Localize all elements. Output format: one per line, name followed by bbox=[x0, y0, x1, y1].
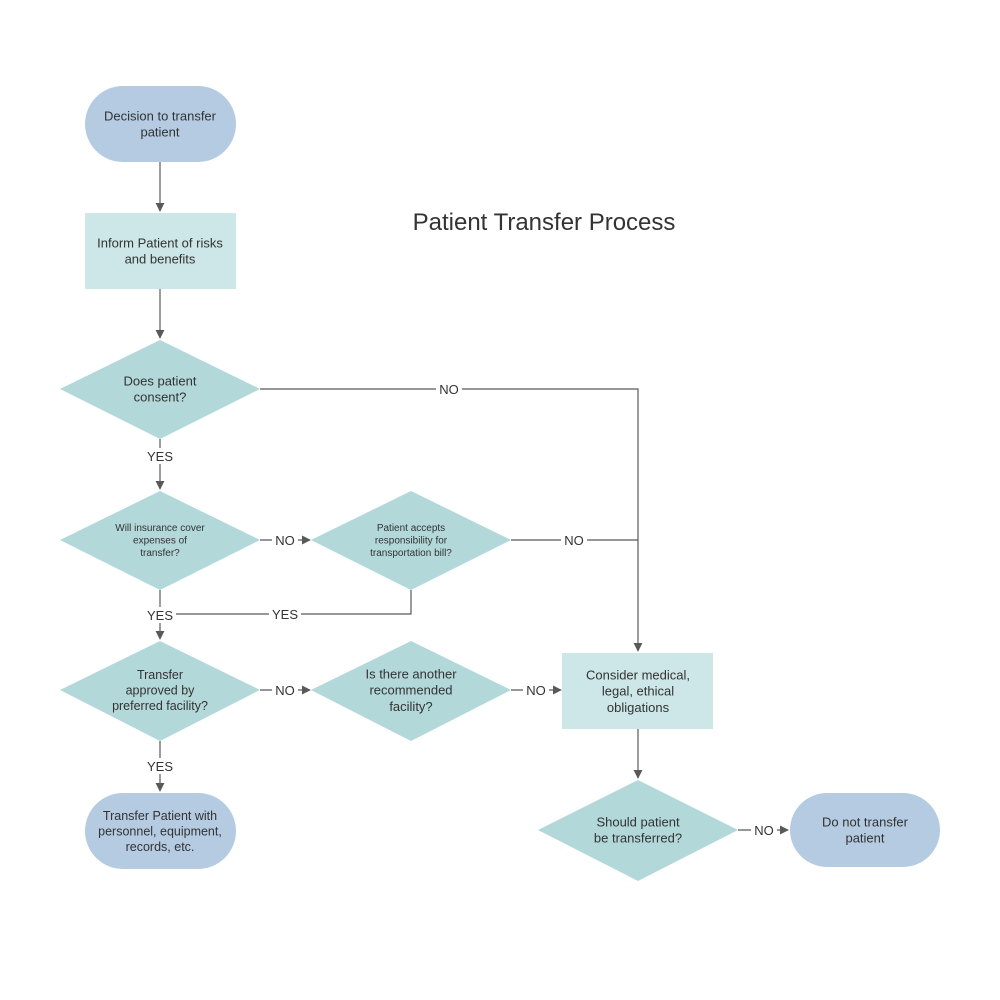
inform-label-line: and benefits bbox=[125, 252, 196, 267]
node-start-label: Decision to transfer patient bbox=[104, 108, 217, 139]
edge-label-insurance-yes: YES bbox=[144, 607, 176, 623]
node-start: Decision to transfer patient bbox=[85, 86, 236, 162]
edge-label-approved-yes: YES bbox=[144, 758, 176, 774]
edge-label-insurance-no: NO bbox=[272, 532, 298, 548]
svg-text:YES: YES bbox=[147, 449, 173, 464]
edge-label-should-no: NO bbox=[751, 822, 777, 838]
edge-label-accepts-no: NO bbox=[561, 532, 587, 548]
accepts-label-line: transportation bill? bbox=[370, 548, 452, 559]
insurance-label-line: transfer? bbox=[140, 548, 180, 559]
consider-label-line: obligations bbox=[607, 700, 670, 715]
svg-text:NO: NO bbox=[439, 382, 459, 397]
edge-consent-no-to-consider bbox=[260, 388, 643, 652]
insurance-label-line: expenses of bbox=[133, 536, 187, 547]
should-label-line: Should patient bbox=[596, 814, 680, 829]
node-donot-label: Do not transfer patient bbox=[822, 814, 909, 845]
node-inform-label: Inform Patient of risks and benefits bbox=[97, 235, 223, 266]
svg-text:NO: NO bbox=[275, 533, 295, 548]
svg-text:NO: NO bbox=[526, 683, 546, 698]
edge-label-another-no: NO bbox=[523, 682, 549, 698]
consent-label-line: Does patient bbox=[124, 373, 197, 388]
donot-label-line: patient bbox=[845, 831, 884, 846]
node-donot: Do not transfer patient bbox=[790, 793, 940, 867]
start-label-line: patient bbox=[140, 125, 179, 140]
consider-label-line: legal, ethical bbox=[602, 684, 674, 699]
svg-text:NO: NO bbox=[275, 683, 295, 698]
start-label-line: Decision to transfer bbox=[104, 108, 217, 123]
another-label-line: facility? bbox=[389, 699, 432, 714]
donot-label-line: Do not transfer bbox=[822, 814, 909, 829]
node-should-label: Should patient be transferred? bbox=[594, 814, 682, 845]
edges bbox=[155, 162, 789, 835]
another-label-line: Is there another bbox=[365, 666, 457, 681]
accepts-label-line: responsibility for bbox=[375, 536, 448, 547]
node-should: Should patient be transferred? bbox=[538, 780, 738, 881]
svg-text:NO: NO bbox=[564, 533, 584, 548]
diagram-title: Patient Transfer Process bbox=[413, 209, 676, 236]
edge-label-approved-no: NO bbox=[272, 682, 298, 698]
edge-label-consent-yes: YES bbox=[144, 448, 176, 464]
svg-text:YES: YES bbox=[147, 759, 173, 774]
edge-label-consent-no: NO bbox=[436, 381, 462, 397]
transfer-label-line: Transfer Patient with bbox=[103, 809, 217, 823]
transfer-label-line: records, etc. bbox=[126, 840, 195, 854]
approved-label-line: Transfer bbox=[137, 668, 183, 682]
svg-text:YES: YES bbox=[272, 607, 298, 622]
edge-labels: NO YES NO NO YES YES NO NO bbox=[144, 381, 777, 838]
edge-label-accepts-yes: YES bbox=[269, 606, 301, 622]
approved-label-line: preferred facility? bbox=[112, 699, 208, 713]
svg-text:YES: YES bbox=[147, 608, 173, 623]
consent-label-line: consent? bbox=[134, 390, 187, 405]
nodes: Decision to transfer patient Inform Patie… bbox=[60, 86, 940, 881]
node-consent: Does patient consent? bbox=[60, 340, 260, 439]
inform-label-line: Inform Patient of risks bbox=[97, 235, 223, 250]
accepts-label-line: Patient accepts bbox=[377, 523, 445, 534]
approved-label-line: approved by bbox=[126, 683, 196, 697]
transfer-label-line: personnel, equipment, bbox=[98, 824, 222, 838]
another-label-line: recommended bbox=[369, 683, 452, 698]
node-inform: Inform Patient of risks and benefits bbox=[85, 213, 236, 289]
should-label-line: be transferred? bbox=[594, 831, 682, 846]
insurance-label-line: Will insurance cover bbox=[115, 523, 205, 534]
node-consent-label: Does patient consent? bbox=[124, 373, 197, 404]
consider-label-line: Consider medical, bbox=[586, 667, 690, 682]
edge-accepts-yes-to-approved bbox=[160, 590, 412, 615]
svg-text:NO: NO bbox=[754, 823, 774, 838]
